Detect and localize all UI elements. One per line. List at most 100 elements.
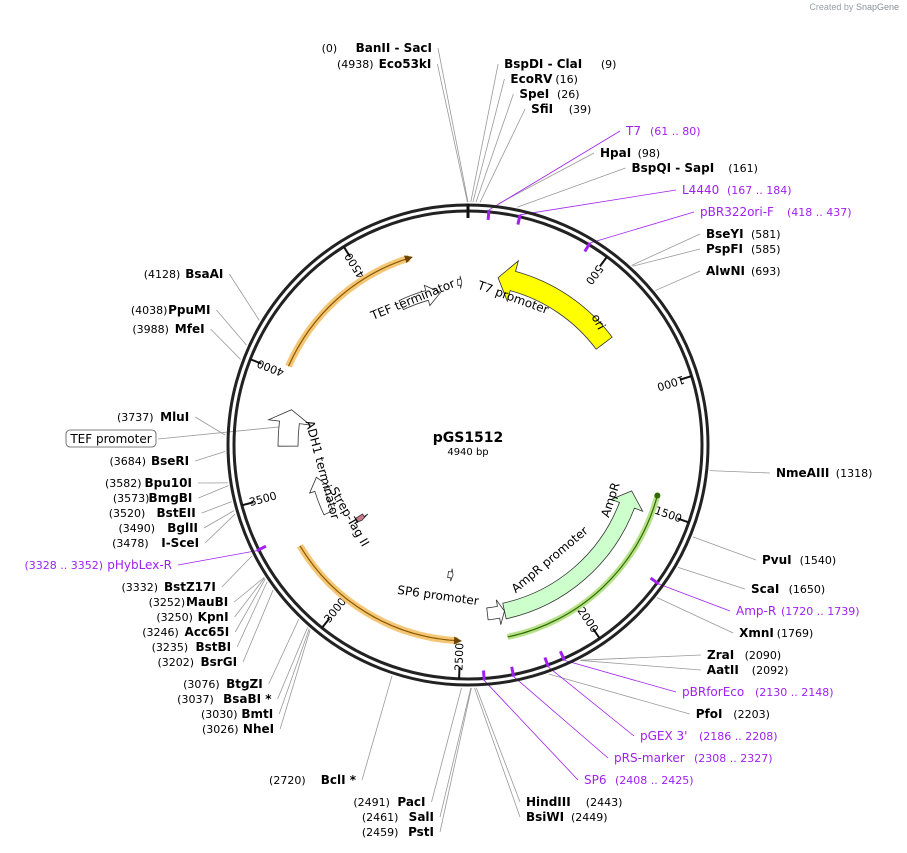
site-bstbi[interactable]: BstBI(3235) xyxy=(152,640,232,654)
site-bsaai[interactable]: BsaAI(4128) xyxy=(144,267,224,281)
site-bmti[interactable]: BmtI(3030) xyxy=(201,707,273,721)
site-aatii[interactable]: AatII(2092) xyxy=(707,663,789,677)
leader-lines xyxy=(157,47,771,833)
feature-sp6-promoter xyxy=(447,568,454,582)
site-nmeaiii[interactable]: NmeAIII(1318) xyxy=(776,466,872,480)
site-ecorv[interactable]: EcoRV(16) xyxy=(510,72,578,86)
site-hindiii[interactable]: HindIII (2443) xyxy=(526,795,622,809)
leader-bmgbi xyxy=(198,485,229,499)
primer-t7[interactable]: T7(61 .. 80) xyxy=(625,124,701,138)
primer-prs-marker[interactable]: pRS-marker (2308 .. 2327) xyxy=(614,751,773,765)
site-nhei[interactable]: NheI(3026) xyxy=(202,722,274,736)
primer-range: (167 .. 184) xyxy=(727,184,792,197)
site-bcli[interactable]: BclI *(2720) xyxy=(269,773,357,787)
ruler-tick-4000 xyxy=(249,358,262,365)
feature-tef-terminator xyxy=(398,284,442,311)
leader-eco53ki xyxy=(436,63,468,203)
site-spei[interactable]: SpeI(26) xyxy=(519,87,579,101)
site-eco53ki[interactable]: Eco53kI(4938) xyxy=(337,57,431,71)
site-paci[interactable]: PacI(2491) xyxy=(353,795,425,809)
site-position: (3478) xyxy=(112,537,149,550)
site-name: MluI xyxy=(160,410,189,424)
site-pfoi[interactable]: PfoI(2203) xyxy=(696,707,770,721)
site-position: (3520) xyxy=(109,507,146,520)
leader-btgzi xyxy=(268,619,300,685)
site-bsteii[interactable]: BstEII(3520) xyxy=(109,506,196,520)
site-position: (1318) xyxy=(836,467,873,480)
primer-pbr322ori-f[interactable]: pBR322ori-F(418 .. 437) xyxy=(700,205,852,219)
site-name: MfeI xyxy=(175,322,205,336)
site-sfii[interactable]: SfiI(39) xyxy=(531,102,591,116)
site-position: (2090) xyxy=(745,649,782,662)
primer-pgex-3[interactable]: pGEX 3'(2186 .. 2208) xyxy=(640,729,778,743)
site-pvui[interactable]: PvuI(1540) xyxy=(762,553,836,567)
site-bglii[interactable]: BglII(3490) xyxy=(118,521,198,535)
site-name: Bpu10I xyxy=(145,476,192,490)
site-position: (2720) xyxy=(269,774,306,787)
boxed-label-tef-promoter[interactable]: TEF promoter xyxy=(65,429,157,448)
site-alwni[interactable]: AlwNI(693) xyxy=(706,264,781,278)
primer-name: pRS-marker xyxy=(614,751,685,765)
ruler-tick-500 xyxy=(599,256,608,267)
primer-mark-pbrforeco xyxy=(558,650,566,662)
primer-range: (418 .. 437) xyxy=(787,206,852,219)
site-position: (2443) xyxy=(586,796,623,809)
ruler-label-2500: 2500 xyxy=(452,643,466,671)
site-btgzi[interactable]: BtgZI(3076) xyxy=(183,677,263,691)
primer-leader-sp6 xyxy=(483,680,579,781)
site-zrai[interactable]: ZraI (2090) xyxy=(707,648,781,662)
feature-tef-promoter xyxy=(267,409,312,447)
leader-acc65i xyxy=(234,578,266,633)
site-name: Acc65I xyxy=(185,625,230,639)
leader-pfoi xyxy=(548,673,690,715)
primer-pbrforeco[interactable]: pBRforEco(2130 .. 2148) xyxy=(682,685,834,699)
site-pspfi[interactable]: PspFI(585) xyxy=(706,242,781,256)
site-position: (581) xyxy=(751,228,781,241)
site-bspqi-sapi[interactable]: BspQI - SapI(161) xyxy=(632,161,758,175)
site-position: (2459) xyxy=(362,826,399,839)
site-bseri[interactable]: BseRI(3684) xyxy=(110,454,190,468)
site-hpai[interactable]: HpaI(98) xyxy=(600,146,660,160)
site-scai[interactable]: ScaI(1650) xyxy=(751,582,825,596)
primer-sp6[interactable]: SP6(2408 .. 2425) xyxy=(584,773,694,787)
site-bsrgi[interactable]: BsrGI(3202) xyxy=(157,655,237,669)
snapgene-credit: Created by SnapGene xyxy=(809,2,899,12)
site-bstz17i[interactable]: BstZ17I(3332) xyxy=(121,580,215,594)
feature-ori xyxy=(497,259,613,350)
site-name: BtgZI xyxy=(226,677,263,691)
primer-mark-phyblex-r xyxy=(256,544,267,553)
leader-i-scei xyxy=(204,513,236,544)
site-bmgbi[interactable]: BmgBI(3573) xyxy=(113,491,193,505)
site-kpni[interactable]: KpnI(3250) xyxy=(156,610,228,624)
site-acc65i[interactable]: Acc65I(3246) xyxy=(142,625,229,639)
site-name: ZraI xyxy=(707,648,734,662)
site-bsiwi[interactable]: BsiWI(2449) xyxy=(526,810,608,824)
site-sali[interactable]: SalI(2461) xyxy=(362,810,434,824)
site-banii-saci[interactable]: BanII - SacI(0) xyxy=(322,41,432,55)
leader-bsrgi xyxy=(242,589,274,663)
site-name: PacI xyxy=(397,795,425,809)
site-bpu10i[interactable]: Bpu10I(3582) xyxy=(105,476,192,490)
primer-range: (2308 .. 2327) xyxy=(694,752,773,765)
primer-phyblex-r[interactable]: pHybLex-R(3328 .. 3352) xyxy=(24,558,172,572)
site-bsabi[interactable]: BsaBI *(3037) xyxy=(177,692,272,706)
site-name: BstBI xyxy=(196,640,232,654)
site-position: (4038) xyxy=(131,304,168,317)
leader-bcli xyxy=(361,675,393,781)
site-maubi[interactable]: MauBI(3252) xyxy=(149,595,229,609)
primer-l4440[interactable]: L4440(167 .. 184) xyxy=(682,183,792,197)
site-name: HindIII xyxy=(526,795,571,809)
site-xmni[interactable]: XmnI(1769) xyxy=(739,626,813,640)
site-mlui[interactable]: MluI(3737) xyxy=(117,410,189,424)
site-bseyi[interactable]: BseYI(581) xyxy=(706,227,781,241)
site-ppumi[interactable]: PpuMI(4038) xyxy=(131,303,211,317)
leader-bsiwi xyxy=(474,687,521,818)
site-mfei[interactable]: MfeI(3988) xyxy=(132,322,204,336)
site-psti[interactable]: PstI(2459) xyxy=(362,825,434,839)
site-i-scei[interactable]: I-SceI(3478) xyxy=(112,536,199,550)
primer-amp-r[interactable]: Amp-R(1720 .. 1739) xyxy=(736,604,860,618)
site-bspdi-clai[interactable]: BspDI - ClaI(9) xyxy=(504,57,616,71)
primer-range: (2130 .. 2148) xyxy=(755,686,834,699)
site-name: MauBI xyxy=(186,595,228,609)
leader-ecorv xyxy=(472,78,505,203)
